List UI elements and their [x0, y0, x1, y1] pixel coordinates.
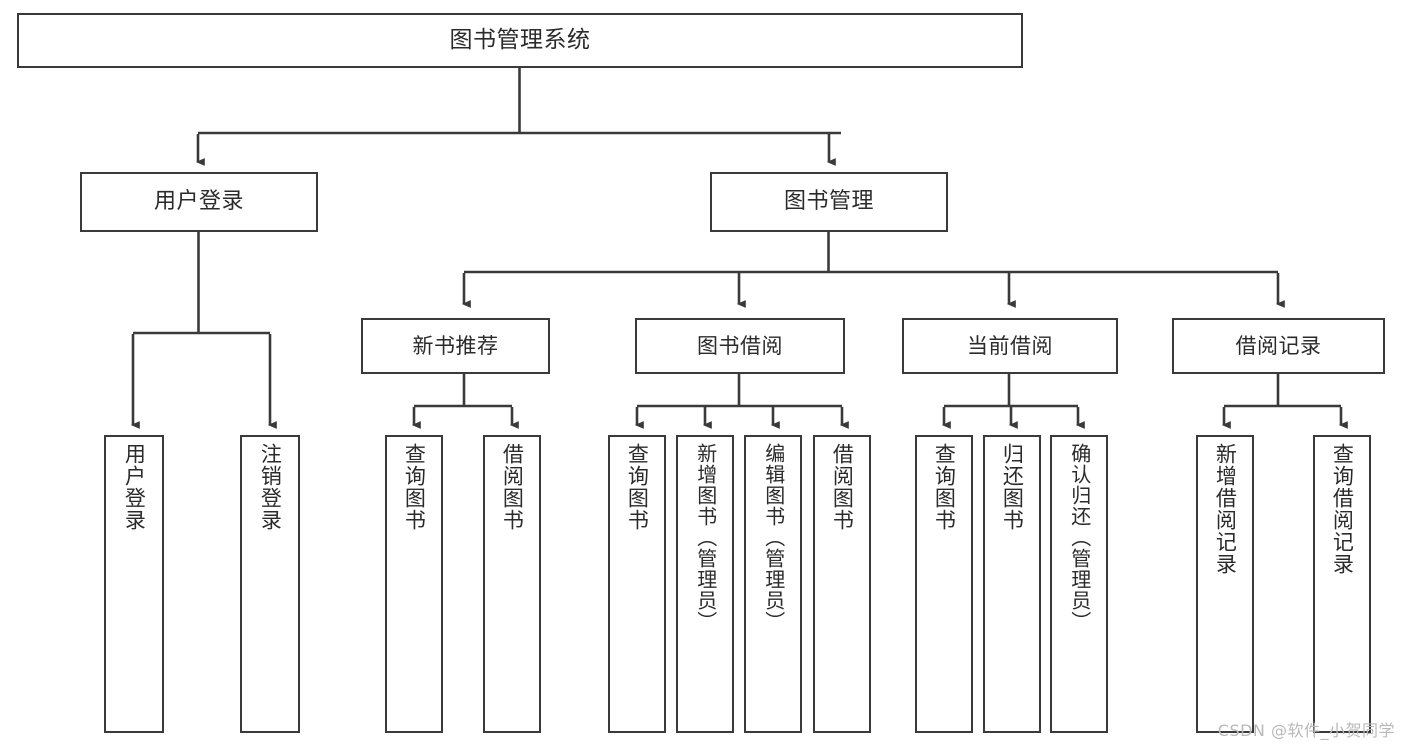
node-user-login-label: 用户登录 [153, 189, 244, 215]
leaf-borrow-record-query-label: 查询借阅记录 [1330, 443, 1355, 575]
leaf-new-book-query-label: 查询图书 [402, 443, 427, 531]
leaf-new-book-query[interactable]: 查询图书 [385, 435, 443, 733]
leaf-user-login-signin-label: 用户登录 [122, 443, 147, 531]
watermark: CSDN @软件_小贺同学 [1217, 721, 1395, 740]
leaf-book-borrow-query-label: 查询图书 [625, 443, 650, 531]
node-user-login[interactable]: 用户登录 [80, 172, 318, 232]
leaf-book-borrow-add-label: 新增图书（管理员） [693, 443, 718, 632]
leaf-book-borrow-edit-label: 编辑图书（管理员） [761, 443, 786, 632]
node-new-book-recommend-label: 新书推荐 [412, 333, 499, 358]
node-book-borrow-label: 图书借阅 [697, 333, 783, 358]
node-root-label: 图书管理系统 [449, 27, 591, 54]
leaf-current-borrow-confirm-label: 确认归还（管理员） [1067, 443, 1092, 632]
leaf-user-login-signout[interactable]: 注销登录 [240, 435, 300, 733]
node-new-book-recommend[interactable]: 新书推荐 [361, 318, 550, 374]
node-current-borrow[interactable]: 当前借阅 [902, 318, 1118, 374]
node-book-management-label: 图书管理 [783, 189, 874, 215]
leaf-current-borrow-query-label: 查询图书 [932, 443, 957, 531]
leaf-current-borrow-query[interactable]: 查询图书 [915, 435, 973, 733]
leaf-book-borrow-edit[interactable]: 编辑图书（管理员） [744, 435, 802, 733]
leaf-current-borrow-return[interactable]: 归还图书 [983, 435, 1041, 733]
node-book-management[interactable]: 图书管理 [710, 172, 948, 232]
leaf-current-borrow-confirm[interactable]: 确认归还（管理员） [1050, 435, 1108, 733]
node-borrow-record-label: 借阅记录 [1235, 333, 1322, 358]
leaf-borrow-record-query[interactable]: 查询借阅记录 [1313, 435, 1371, 733]
leaf-new-book-borrow[interactable]: 借阅图书 [483, 435, 541, 733]
leaf-new-book-borrow-label: 借阅图书 [500, 443, 525, 531]
leaf-book-borrow-borrow[interactable]: 借阅图书 [813, 435, 871, 733]
leaf-user-login-signout-label: 注销登录 [258, 443, 283, 531]
leaf-borrow-record-add-label: 新增借阅记录 [1213, 443, 1238, 575]
node-borrow-record[interactable]: 借阅记录 [1172, 318, 1385, 374]
leaf-borrow-record-add[interactable]: 新增借阅记录 [1196, 435, 1254, 733]
leaf-current-borrow-return-label: 归还图书 [1000, 443, 1025, 531]
node-book-borrow[interactable]: 图书借阅 [635, 318, 845, 374]
leaf-book-borrow-query[interactable]: 查询图书 [608, 435, 666, 733]
leaf-book-borrow-add[interactable]: 新增图书（管理员） [676, 435, 734, 733]
node-current-borrow-label: 当前借阅 [967, 333, 1053, 358]
leaf-book-borrow-borrow-label: 借阅图书 [830, 443, 855, 531]
node-root[interactable]: 图书管理系统 [17, 13, 1023, 68]
leaf-user-login-signin[interactable]: 用户登录 [104, 435, 164, 733]
